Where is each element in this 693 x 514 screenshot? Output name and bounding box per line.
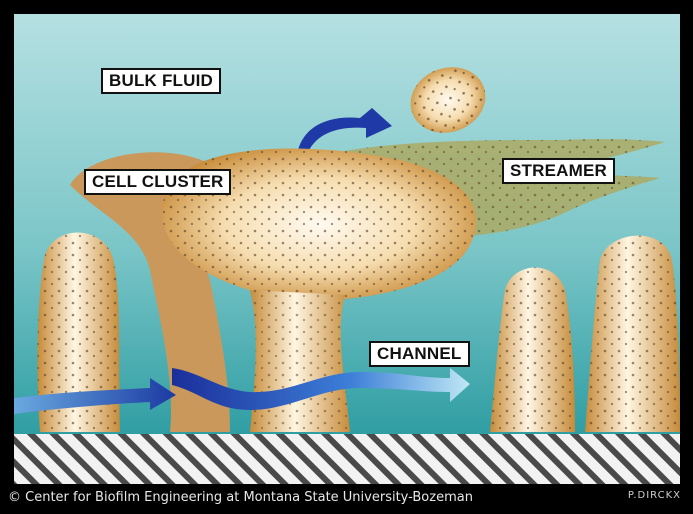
copyright-symbol: © [8,490,21,505]
bulk-fluid-label: BULK FLUID [101,68,221,94]
channel-label: CHANNEL [369,341,470,367]
streamer-label: STREAMER [502,158,615,184]
copyright-credit: © Center for Biofilm Engineering at Mont… [8,490,473,505]
artist-signature: P.DIRCKX [628,490,681,501]
substratum [14,434,680,484]
credit-text: Center for Biofilm Engineering at Montan… [25,490,473,505]
cell-cluster-stalk-main-dots [250,290,350,432]
cell-cluster-label: CELL CLUSTER [84,169,231,195]
